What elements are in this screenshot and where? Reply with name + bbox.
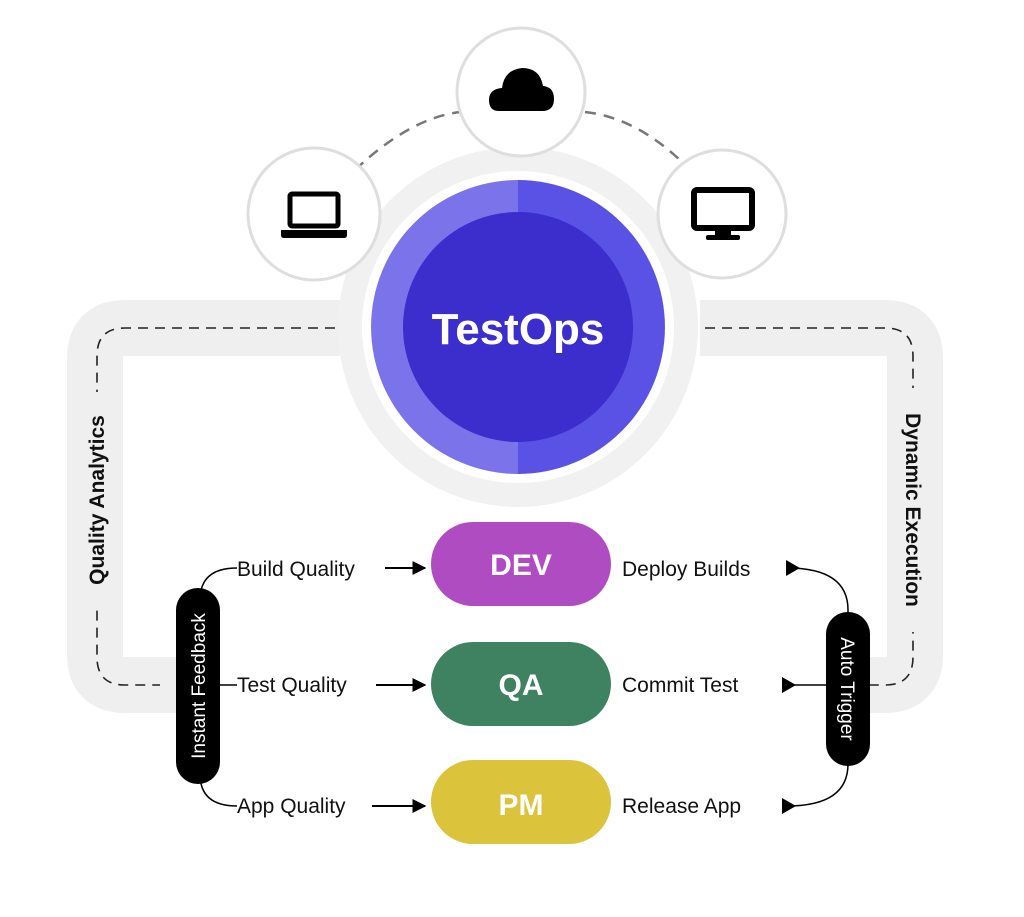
qa-input-label: Test Quality — [237, 674, 347, 697]
qa-pill-label: QA — [499, 669, 544, 702]
right-loop-label: Dynamic Execution — [901, 388, 925, 632]
hub-title: TestOps — [432, 305, 605, 354]
desktop-node — [656, 148, 788, 280]
left-loop-dash — [96, 327, 335, 686]
qa-output-arrowhead — [782, 677, 796, 693]
laptop-node — [246, 146, 382, 282]
desktop-icon — [691, 187, 755, 240]
qa-output-label: Commit Test — [622, 674, 738, 697]
right-loop-label-text: Dynamic Execution — [901, 413, 924, 607]
dev-input-label: Build Quality — [237, 558, 355, 581]
role-row-pm: App Quality PM Release App — [237, 760, 796, 844]
left-loop-label: Quality Analytics — [85, 392, 109, 608]
instant-feedback-label: Instant Feedback — [189, 613, 210, 759]
pm-pill — [431, 760, 611, 844]
device-arc — [354, 110, 691, 171]
dev-pill — [431, 522, 611, 606]
left-loop-label-text: Quality Analytics — [86, 415, 109, 585]
dev-output-label: Deploy Builds — [622, 558, 750, 581]
pm-input-label: App Quality — [237, 795, 346, 818]
cloud-icon — [489, 68, 554, 111]
pm-output-label: Release App — [622, 795, 741, 818]
right-loop-dash — [705, 327, 914, 686]
pm-pill-label: PM — [499, 789, 544, 822]
instant-feedback-connector: Instant Feedback — [176, 588, 220, 784]
laptop-icon — [281, 191, 347, 238]
right-loop-track — [700, 300, 943, 713]
role-row-dev: Build Quality DEV Deploy Builds — [237, 522, 800, 606]
dev-pill-label: DEV — [490, 549, 552, 582]
hub-core — [403, 212, 633, 442]
auto-trigger-label: Auto Trigger — [836, 637, 857, 741]
pm-output-arrowhead — [782, 798, 796, 814]
auto-trigger-connector: Auto Trigger — [826, 612, 870, 766]
cloud-node — [455, 26, 587, 158]
qa-pill — [431, 642, 611, 726]
dev-output-arrowhead — [786, 560, 800, 576]
role-row-qa: Test Quality QA Commit Test — [237, 642, 796, 726]
